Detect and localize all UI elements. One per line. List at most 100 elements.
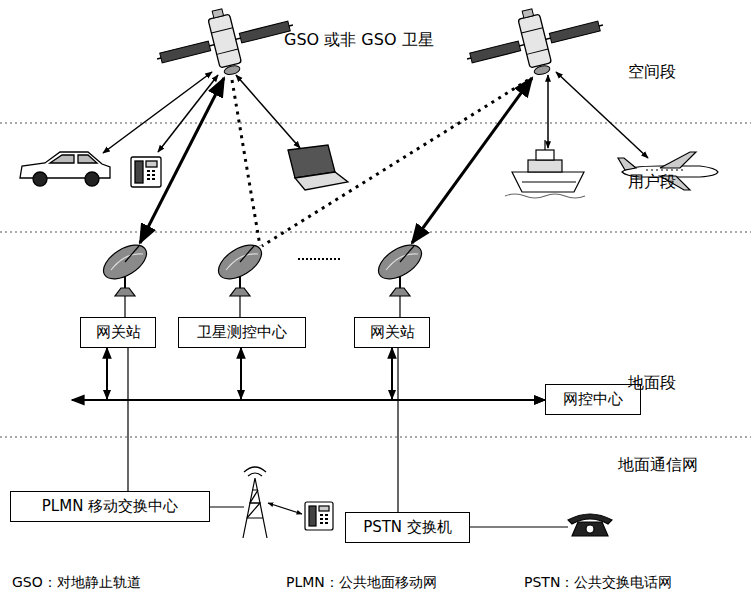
satellite bbox=[149, 0, 301, 91]
phone-icon bbox=[305, 502, 333, 530]
dish-feed-line bbox=[124, 296, 125, 317]
control-bus bbox=[240, 385, 242, 399]
dish-antenna bbox=[240, 246, 254, 262]
phone-icon bbox=[131, 157, 161, 187]
laptop-icon bbox=[288, 145, 348, 190]
tower-link bbox=[268, 503, 302, 514]
ship-icon bbox=[544, 140, 545, 150]
satellite bbox=[527, 49, 548, 54]
ellipsis-dots bbox=[298, 258, 342, 260]
control-bus bbox=[391, 385, 393, 399]
control-bus-link bbox=[107, 348, 545, 400]
satellite bbox=[522, 9, 533, 18]
gateway-box: 网关站 bbox=[80, 317, 156, 348]
box-text: 网关站 bbox=[370, 324, 415, 341]
satellite-link bbox=[158, 75, 218, 152]
segment-separator bbox=[0, 436, 751, 437]
dish-antenna bbox=[230, 288, 250, 296]
dish-antenna bbox=[213, 238, 267, 285]
satellite-link bbox=[547, 75, 549, 148]
abbreviation-note: PLMN：公共地面移动网 bbox=[286, 574, 437, 591]
trunk-line bbox=[397, 348, 398, 512]
ship-icon bbox=[536, 150, 554, 160]
satellite bbox=[217, 49, 238, 54]
satellite-link bbox=[556, 72, 648, 158]
phone-icon bbox=[135, 161, 143, 183]
control-bus bbox=[106, 385, 108, 399]
box-text: 网控中心 bbox=[563, 391, 623, 408]
satellite-label: GSO 或非 GSO 卫星 bbox=[284, 30, 434, 49]
switch-box: PSTN 交换机 bbox=[345, 512, 470, 543]
phone-icon bbox=[147, 171, 155, 179]
abbreviation-note: PSTN：公共交换电话网 bbox=[524, 574, 672, 591]
pstn-line bbox=[470, 526, 568, 527]
dish-antenna bbox=[373, 238, 427, 285]
phone-icon bbox=[131, 157, 161, 187]
ship-icon bbox=[528, 160, 562, 172]
dish-feed-line bbox=[239, 296, 240, 317]
phone-icon bbox=[319, 506, 329, 511]
satellite bbox=[533, 64, 550, 76]
satellite-link bbox=[103, 72, 212, 153]
ellipsis-dots bbox=[298, 259, 342, 260]
switch-center-box: PLMN 移动交换中心 bbox=[10, 491, 210, 522]
phone-icon bbox=[305, 502, 333, 530]
gateway-box: 网关站 bbox=[354, 317, 430, 348]
airplane-icon bbox=[618, 158, 636, 170]
phone-icon bbox=[309, 506, 316, 526]
segment-separator bbox=[0, 122, 751, 123]
telemetry-link bbox=[232, 80, 528, 246]
ship-icon bbox=[512, 172, 584, 192]
cell-tower bbox=[243, 478, 267, 538]
control-bus bbox=[72, 399, 110, 401]
satellite bbox=[211, 28, 232, 33]
car-icon bbox=[50, 155, 97, 163]
dish-antenna bbox=[111, 254, 143, 270]
satellite-link bbox=[103, 72, 648, 243]
cell-tower bbox=[243, 467, 267, 538]
segment-separator bbox=[0, 123, 751, 437]
dish-antenna bbox=[98, 238, 152, 285]
dish-antenna bbox=[386, 254, 418, 270]
ship-icon bbox=[505, 140, 585, 198]
dish-antenna bbox=[373, 238, 427, 296]
desk-phone-icon bbox=[568, 514, 612, 524]
car-icon bbox=[33, 172, 47, 186]
dish-antenna bbox=[125, 246, 139, 262]
dish-antenna bbox=[115, 288, 135, 296]
dish-feed-line bbox=[125, 296, 400, 317]
control-bus-link bbox=[392, 348, 545, 400]
tower-link bbox=[210, 503, 302, 514]
satellite-link bbox=[412, 78, 532, 243]
car-icon bbox=[20, 152, 110, 186]
tower-link bbox=[210, 506, 244, 507]
box-text: PSTN 交换机 bbox=[363, 519, 452, 536]
box-text: PLMN 移动交换中心 bbox=[42, 498, 178, 515]
dish-antenna bbox=[226, 254, 258, 270]
satellite bbox=[160, 41, 211, 63]
box-text: 网关站 bbox=[96, 324, 141, 341]
telemetry-link bbox=[262, 80, 528, 246]
phone-icon bbox=[320, 515, 328, 523]
desk-phone-icon bbox=[572, 522, 608, 536]
car-icon bbox=[85, 172, 99, 186]
airplane-icon bbox=[660, 152, 696, 168]
segment-label: 用户段 bbox=[628, 172, 676, 191]
desk-phone-icon bbox=[568, 514, 612, 536]
control-center-box: 卫星测控中心 bbox=[178, 317, 306, 348]
satellite bbox=[521, 28, 542, 33]
satellite bbox=[459, 0, 611, 91]
control-bus bbox=[72, 385, 392, 400]
segment-label: 地面通信网 bbox=[618, 455, 698, 474]
dish-antenna bbox=[400, 246, 414, 262]
box-text: 卫星测控中心 bbox=[197, 324, 287, 341]
cell-tower bbox=[244, 467, 266, 476]
phone-icon bbox=[146, 161, 157, 167]
segment-label: 地面段 bbox=[628, 373, 676, 392]
satellite bbox=[208, 14, 241, 68]
abbreviation-note: GSO：对地静止轨道 bbox=[12, 574, 141, 591]
control-bus-link bbox=[241, 348, 545, 400]
